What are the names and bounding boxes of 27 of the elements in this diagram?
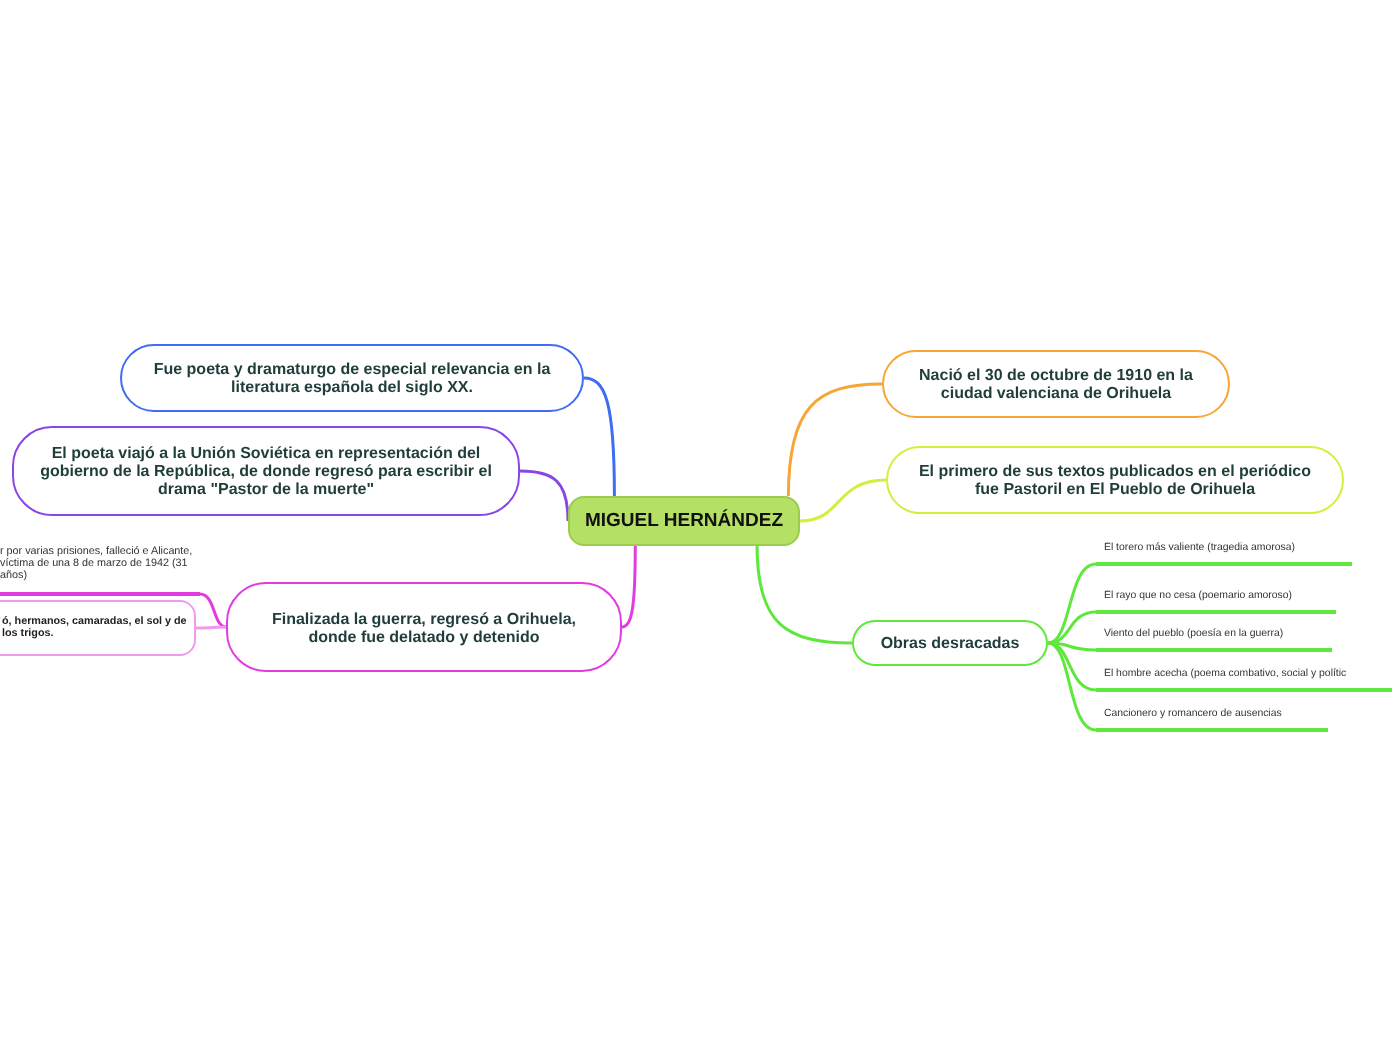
topic-box [12,426,520,516]
branch-line [786,382,883,497]
topic-box [882,350,1230,418]
topic-box [886,446,1344,514]
topic-text: El primero de sus textos publicados en el periódico fue Pastoril en El Pueblo de Orihuela [916,462,1314,498]
branch-line [519,469,570,522]
topic-text: Finalizada la guerra, regresó a Orihuela, donde fue delatado y detenido [269,609,579,645]
central-topic-box [568,496,800,546]
branch-line [1047,610,1097,645]
topic-text: MIGUEL HERNÁNDEZ [584,510,784,532]
branch-line [199,592,227,629]
topic-box [226,582,622,672]
topic-box [120,344,584,412]
branch-line [196,625,226,630]
branch-line [755,545,853,645]
topic-text: El poeta viajó a la Unión Soviética en representación del gobierno de la República, de donde regresó para escribir el drama "Pastor de la muerte" [38,444,494,498]
branch-line [621,546,637,629]
branch-line [583,376,616,496]
branch-line [1047,562,1097,645]
topic-text: Nació el 30 de octubre de 1910 en la ciudad valenciana de Orihuela [917,366,1195,402]
branch-line [799,478,887,523]
branch-line [1047,641,1097,732]
topic-box [852,620,1048,666]
topic-text: Fue poeta y dramaturgo de especial relevancia en la literatura española del siglo XX. [151,360,553,396]
branch-line [1047,641,1097,692]
topic-text: Obras desracadas [880,634,1020,652]
subtopic-box [0,600,196,656]
